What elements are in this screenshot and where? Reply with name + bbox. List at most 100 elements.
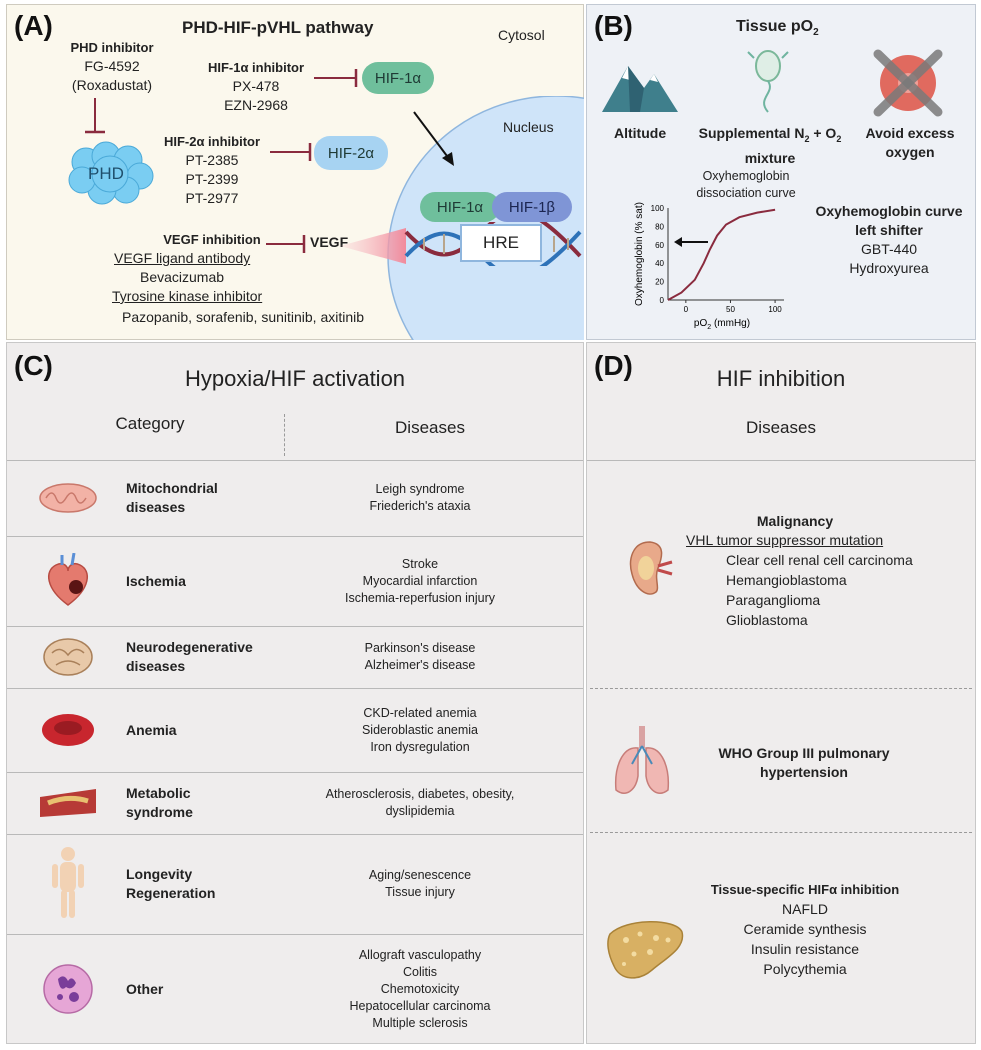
panel-d-divider	[590, 832, 972, 833]
disease-item: Stroke	[401, 556, 439, 571]
disease-item: Allograft vasculopathy	[358, 947, 482, 962]
tissue-item: Ceramide synthesis	[743, 921, 867, 937]
human-body-icon	[52, 847, 84, 918]
y-tick-label: 40	[655, 259, 664, 268]
category-text: diseases	[126, 658, 186, 674]
phd-label: PHD	[88, 164, 124, 183]
disease-item: Atherosclerosis, diabetes, obesity,	[325, 787, 515, 801]
tki-drugs: Pazopanib, sorafenib, sunitinib, axitini…	[122, 309, 365, 325]
category-text: syndrome	[126, 804, 193, 820]
y-tick-label: 0	[660, 296, 665, 305]
tissue-block: Tissue-specific HIFα inhibition NAFLD Ce…	[700, 880, 910, 979]
lungs-icon	[614, 726, 670, 794]
disease-item: Myocardial infarction	[362, 573, 478, 588]
tissue-item: Insulin resistance	[750, 941, 860, 957]
hif2a-inhibitor-title: HIF-2α inhibitor	[163, 134, 261, 149]
shifter-block: Oxyhemoglobin curve left shifter GBT-440…	[804, 202, 974, 278]
hif2a-inhibit-arrow	[270, 143, 312, 161]
table-row-divider	[7, 460, 583, 461]
disease-item: CKD-related anemia	[363, 705, 477, 720]
panel-a-label: (A)	[14, 10, 53, 41]
disease-item: Iron dysregulation	[370, 739, 470, 754]
category-text: diseases	[126, 499, 186, 515]
hif1a-inhibitor-drug: PX-478	[232, 78, 280, 94]
table-row-divider	[7, 688, 583, 689]
shifter-title: Oxyhemoglobin curve	[815, 203, 963, 219]
hif1a-pill: HIF-1α	[362, 62, 434, 94]
disease-item: Parkinson's disease	[364, 641, 476, 655]
disease-item: Multiple sclerosis	[372, 1015, 468, 1030]
translocation-arrow	[413, 111, 454, 166]
hif1a-inhibitor-drug: EZN-2968	[224, 97, 288, 113]
hif1a-nuclear-pill: HIF-1α	[420, 192, 500, 222]
red-blood-cell-icon	[42, 714, 94, 746]
table-row-divider	[7, 536, 583, 537]
shifter-title: left shifter	[855, 222, 923, 238]
hif2a-inhibitor-drug: PT-2385	[185, 152, 239, 168]
chart-title-line: Oxyhemoglobin	[702, 169, 790, 183]
phd-inhibitor-title: PHD inhibitor	[70, 40, 154, 55]
disease-item: Hepatocellular carcinoma	[349, 998, 491, 1013]
category-text: Anemia	[126, 721, 177, 738]
hif2a-pill: HIF-2α	[314, 136, 388, 170]
vegf-inhibit-arrow	[266, 235, 306, 253]
mountain-icon	[602, 66, 678, 112]
malignancy-list: Clear cell renal cell carcinoma Hemangio…	[686, 550, 970, 630]
supplemental-text: + O	[809, 125, 837, 141]
malignancy-item: Paraganglioma	[726, 592, 821, 608]
hif2a-inhibitor-drug: PT-2399	[185, 171, 239, 187]
tissue-title: Tissue-specific HIFα inhibition	[710, 882, 900, 897]
vegf-inhibition: VEGF inhibition VEGF ligand antibody Bev…	[112, 230, 332, 306]
pulmonary-text: hypertension	[760, 764, 848, 780]
oxygen-mask-icon	[747, 50, 789, 113]
category-cell: Other	[126, 980, 163, 999]
disease-item: Aging/senescence	[368, 868, 472, 882]
malignancy-subtitle: VHL tumor suppressor mutation	[686, 532, 884, 548]
category-header: Category	[115, 414, 185, 433]
vegf-inhibition-title: VEGF inhibition	[163, 232, 261, 247]
tissue-item: NAFLD	[782, 901, 828, 917]
disease-item: dyslipidemia	[385, 804, 455, 818]
x-tick-label: 50	[726, 305, 735, 314]
avoid-oxygen-label: Avoid excess oxygen	[860, 124, 960, 162]
malignancy-item: Clear cell renal cell carcinoma	[726, 552, 913, 568]
panel-d-header-line	[587, 460, 975, 461]
category-text: Metabolic	[126, 785, 191, 801]
table-row-divider	[7, 934, 583, 935]
malignancy-item: Glioblastoma	[726, 612, 808, 628]
panel-b-label: (B)	[594, 10, 633, 41]
hif2a-inhibitor: HIF-2α inhibitor PT-2385 PT-2399 PT-2977	[152, 132, 272, 208]
avoid-oxygen-text: oxygen	[885, 144, 935, 160]
hif1a-inhibitor: HIF-1α inhibitor PX-478 EZN-2968	[200, 58, 312, 115]
hif1a-inhibit-arrow	[314, 69, 358, 87]
hre-box: HRE	[460, 224, 542, 262]
panel-d-title: HIF inhibition	[716, 366, 846, 391]
no-oxygen-icon	[873, 49, 943, 117]
category-text: Longevity	[126, 866, 193, 882]
disease-item: Leigh syndrome	[375, 482, 465, 496]
vegf-ligand-antibody: VEGF ligand antibody	[114, 250, 251, 266]
panel-c-label: (C)	[14, 350, 53, 381]
cell-icon	[43, 964, 93, 1014]
shifter-drug: GBT-440	[860, 241, 918, 257]
category-cell: Neurodegenerative diseases	[126, 638, 253, 676]
kidney-icon	[629, 541, 673, 595]
vegf-expression-glow	[340, 228, 406, 264]
vegf-label: VEGF	[310, 234, 349, 250]
disease-item: Alzheimer's disease	[364, 658, 476, 672]
disease-item: Ischemia-reperfusion injury	[344, 590, 496, 605]
category-cell: Metabolic syndrome	[126, 784, 193, 822]
nucleus-label: Nucleus	[503, 119, 554, 135]
hif1a-inhibitor-title: HIF-1α inhibitor	[207, 60, 305, 75]
panel-b-title-sub: 2	[813, 27, 819, 39]
panel-d-divider	[590, 688, 972, 689]
category-text: Neurodegenerative	[126, 639, 253, 655]
left-shift-arrowhead	[674, 237, 682, 248]
oxyhemoglobin-curve	[667, 208, 776, 301]
